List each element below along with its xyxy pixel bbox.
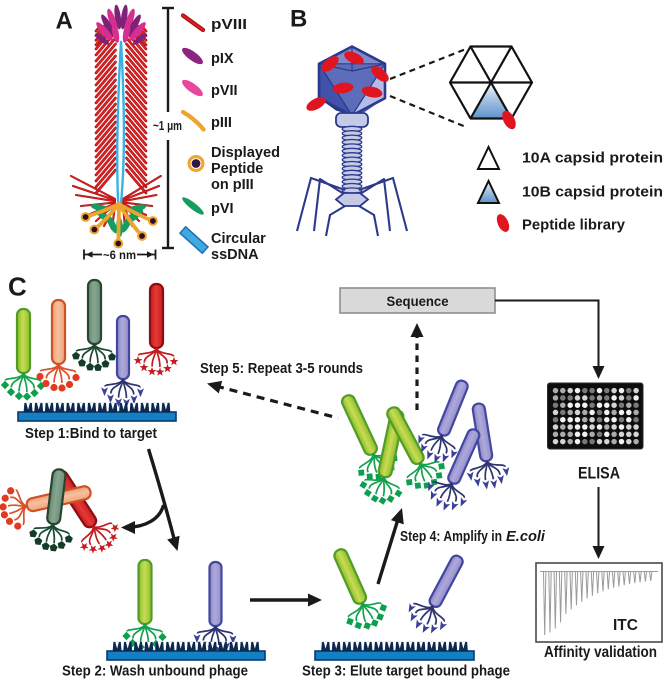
svg-text:Step 2: Wash unbound phage: Step 2: Wash unbound phage [62,663,248,680]
svg-text:B: B [290,6,307,33]
svg-text:Step 5: Repeat 3-5 rounds: Step 5: Repeat 3-5 rounds [200,360,363,377]
svg-text:pIII: pIII [211,115,232,131]
svg-text:Step 3: Elute target bound pha: Step 3: Elute target bound phage [302,663,510,680]
svg-text:Step 4: Amplify in: Step 4: Amplify in [400,528,502,545]
svg-text:~1 μm: ~1 μm [153,119,182,133]
svg-text:Displayed: Displayed [211,145,280,161]
svg-text:ssDNA: ssDNA [211,247,259,263]
svg-text:Affinity validation: Affinity validation [544,644,657,661]
svg-text:on pIII: on pIII [211,177,254,193]
svg-text:ELISA: ELISA [578,465,620,483]
svg-text:Peptide library: Peptide library [522,218,625,234]
svg-text:Peptide: Peptide [211,161,263,177]
svg-text:Step 1:Bind to target: Step 1:Bind to target [25,425,157,442]
svg-text:pVI: pVI [211,201,234,217]
svg-text:Sequence: Sequence [387,293,449,309]
svg-text:10A capsid protein: 10A capsid protein [522,151,663,167]
svg-text:~6 nm: ~6 nm [103,250,136,262]
svg-text:pVII: pVII [211,83,238,99]
svg-text:C: C [8,272,27,302]
svg-text:pVIII: pVIII [211,17,247,33]
svg-text:ITC: ITC [613,617,638,634]
svg-text:pIX: pIX [211,51,234,67]
svg-text:10B capsid protein: 10B capsid protein [522,185,663,201]
svg-text:A: A [56,8,73,35]
svg-text:Circular: Circular [211,231,266,247]
svg-text:E.coli: E.coli [506,528,546,545]
